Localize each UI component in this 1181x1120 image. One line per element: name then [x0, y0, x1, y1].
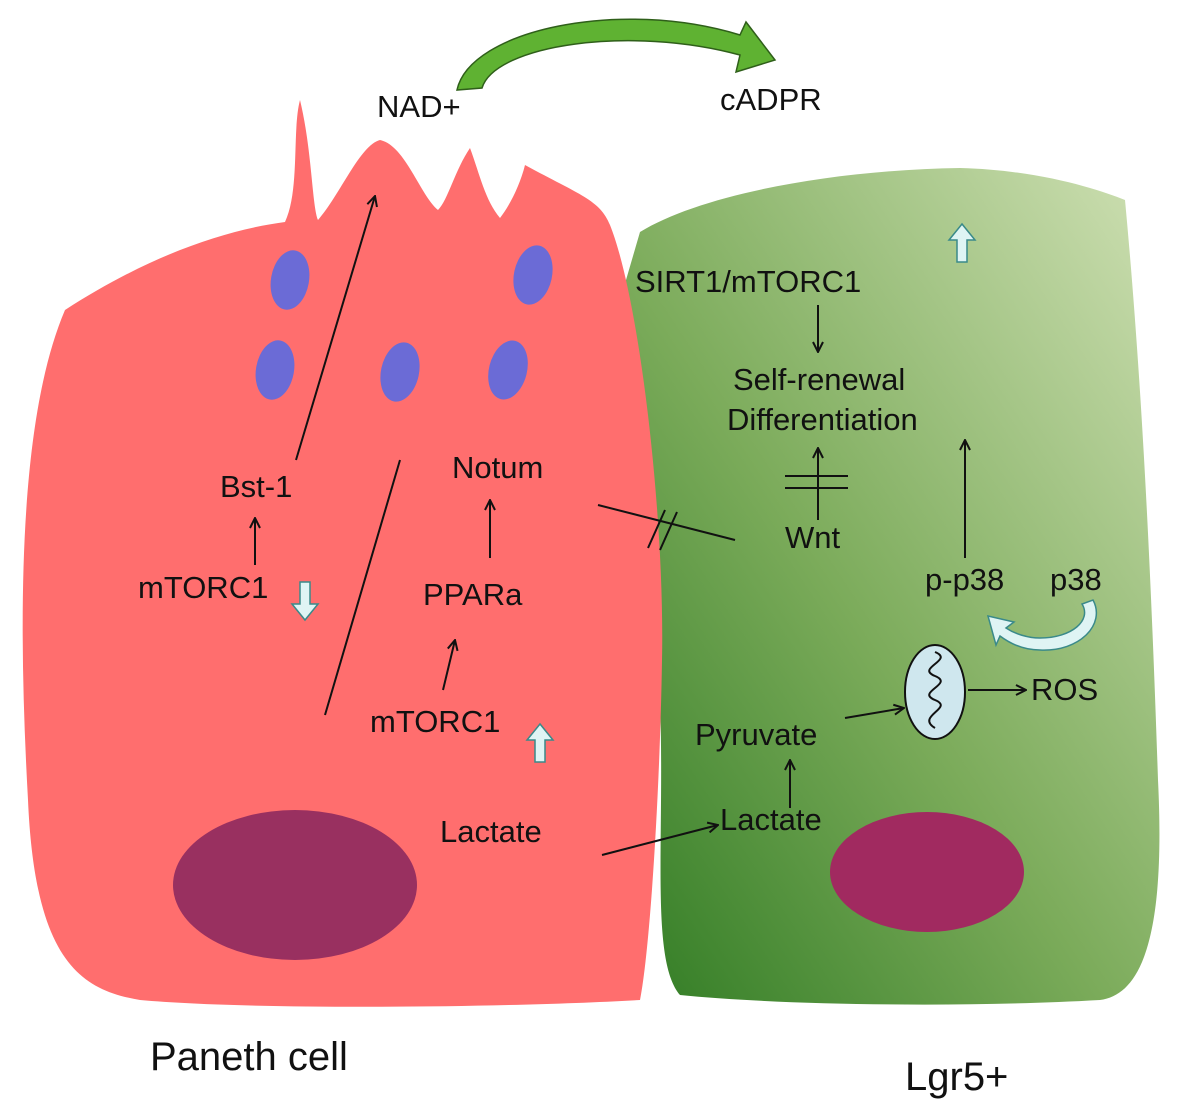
mitochondrion-icon — [904, 644, 966, 740]
paneth-nucleus — [173, 810, 417, 960]
sirt1-mtorc1-label: SIRT1/mTORC1 — [635, 264, 861, 299]
arrow-pyruvate-to-mito — [844, 708, 904, 719]
inhibit-tick — [647, 509, 666, 549]
lactate-lgr5-label: Lactate — [720, 802, 822, 837]
down-arrow-icon — [290, 581, 320, 622]
lgr5-caption: Lgr5+ — [905, 1055, 1008, 1099]
notum-label: Notum — [452, 450, 543, 485]
up-arrow-icon — [947, 222, 977, 263]
granule — [270, 250, 310, 310]
paneth-cell-body — [22, 100, 663, 1007]
mtorc1-down-label: mTORC1 — [138, 570, 268, 605]
wnt-label: Wnt — [785, 520, 841, 555]
granule — [255, 340, 295, 400]
inhibit-tick — [659, 511, 678, 551]
separator-line — [324, 459, 401, 716]
granule — [380, 342, 420, 402]
up-arrow-icon — [525, 722, 555, 763]
pp38-label: p-p38 — [925, 562, 1004, 597]
lactate-paneth-label: Lactate — [440, 814, 542, 849]
inhibition-notum-wnt — [597, 504, 736, 541]
pathway-arrows — [255, 196, 1026, 856]
ros-label: ROS — [1031, 672, 1098, 707]
arrow-bst1-to-nad — [295, 196, 375, 461]
paneth-granules — [255, 245, 553, 402]
self-renewal-label: Self-renewal — [733, 362, 905, 397]
granule — [488, 340, 528, 400]
nad-label: NAD+ — [377, 89, 461, 124]
arrow-mtorc1-to-ppara — [442, 640, 455, 691]
paneth-cell-caption: Paneth cell — [150, 1035, 348, 1079]
lgr5-nucleus — [830, 812, 1024, 932]
curved-arrow-icon — [986, 599, 1098, 651]
conversion-curved-arrow-icon — [456, 18, 777, 91]
lgr5-cell-body — [610, 168, 1160, 1005]
pyruvate-label: Pyruvate — [695, 717, 817, 752]
ppara-label: PPARa — [423, 577, 523, 612]
cadpr-label: cADPR — [720, 82, 822, 117]
differentiation-label: Differentiation — [727, 402, 918, 437]
bst1-label: Bst-1 — [220, 469, 292, 504]
arrow-lactate-transfer — [601, 825, 718, 856]
mtorc1-up-label: mTORC1 — [370, 704, 500, 739]
granule — [513, 245, 553, 305]
p38-label: p38 — [1050, 562, 1102, 597]
